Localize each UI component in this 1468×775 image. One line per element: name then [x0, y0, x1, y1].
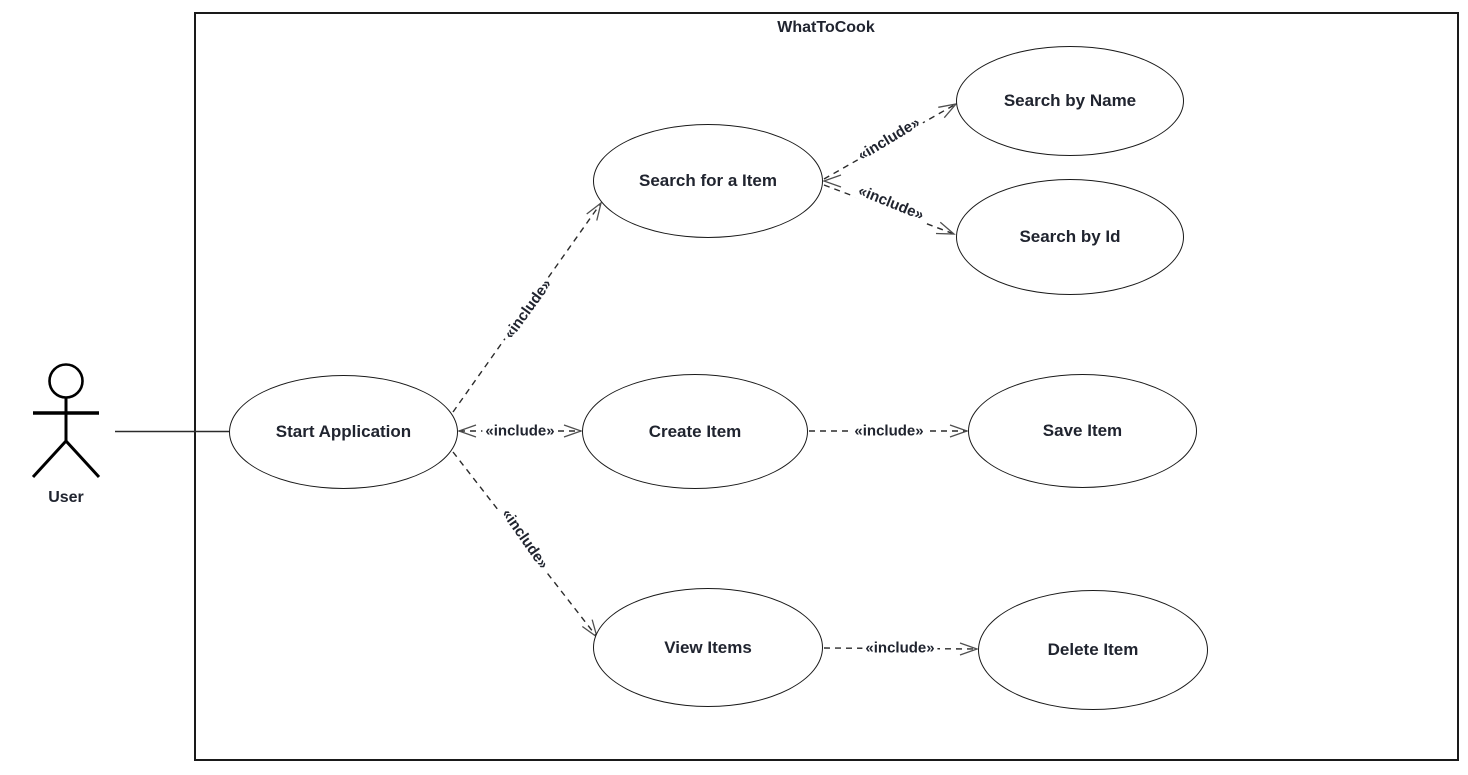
- arrowhead-into-save-item: [949, 424, 969, 438]
- usecase-delete-item: Delete Item: [978, 590, 1208, 710]
- usecase-create-item: Create Item: [582, 374, 808, 489]
- usecase-search-by-name: Search by Name: [956, 46, 1184, 156]
- edge-start-searchitem-line: [452, 202, 602, 413]
- arrowhead-into-create-item: [563, 424, 583, 438]
- usecase-start-application: Start Application: [229, 375, 458, 489]
- arrowhead-into-search-by-id: [935, 221, 956, 235]
- actor-head: [48, 363, 84, 399]
- actor-leg-right: [64, 439, 101, 479]
- actor-user-icon: [31, 363, 101, 479]
- arrowhead-into-search-for-a-item-right: [822, 174, 842, 188]
- usecase-save-item: Save Item: [968, 374, 1197, 488]
- system-boundary-box: [194, 12, 1459, 761]
- usecase-search-by-id: Search by Id: [956, 179, 1184, 295]
- system-title: WhatToCook: [777, 19, 875, 36]
- arrowhead-into-start-application: [457, 424, 477, 438]
- usecase-view-items: View Items: [593, 588, 823, 707]
- edge-view-delete-line: [823, 647, 978, 650]
- actor-leg-left: [31, 439, 68, 479]
- actor-label: User: [48, 489, 84, 506]
- include-label-start-create: «include»: [482, 422, 558, 440]
- arrowhead-into-delete-item: [959, 642, 979, 656]
- edge-searchitem-searchbyname-line: [823, 103, 957, 180]
- include-label-view-delete: «include»: [862, 639, 938, 657]
- include-label-create-save: «include»: [851, 422, 927, 440]
- usecase-search-for-a-item: Search for a Item: [593, 124, 823, 238]
